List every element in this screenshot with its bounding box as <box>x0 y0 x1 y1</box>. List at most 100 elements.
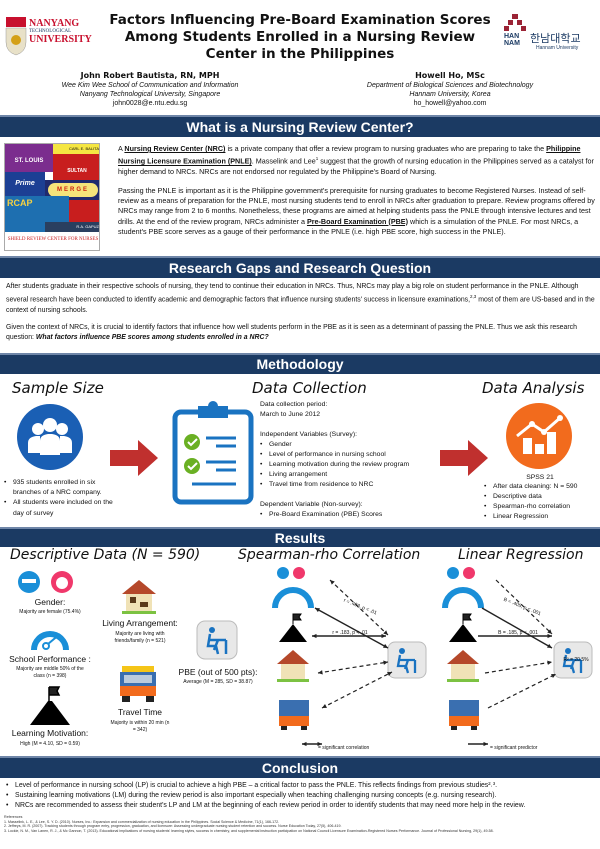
regression-r2: R² = 20.5% <box>563 657 589 663</box>
sample-bullet: 935 students enrolled in six branches of… <box>4 478 114 498</box>
author-affiliation: Wee Kim Wee School of Communication and … <box>61 82 239 89</box>
author-name: Howell Ho, MSc <box>415 71 485 80</box>
nrc-logo-collage: ST. LOUIS CARL E. BALITA SULTAN Prime ME… <box>4 143 100 251</box>
gauge-icon <box>31 631 69 651</box>
collage-logo: SULTAN <box>53 154 99 180</box>
logo-text: NANYANG <box>29 18 80 29</box>
student-desk-icon <box>196 620 238 660</box>
term-nrc: Nursing Review Center (NRC) <box>124 144 226 153</box>
spearman-arrow-motivation-head <box>312 633 317 639</box>
reference-item: 3. Lockie, N. M., Van Lanen, R. J., & Mc… <box>4 828 494 833</box>
collage-logo: Prime <box>5 172 45 196</box>
data-analysis-title: Data Analysis <box>482 379 585 397</box>
spearman-arrow-gender <box>329 579 389 636</box>
house-icon <box>122 580 156 614</box>
regression-arrow-motivation-head <box>547 633 552 639</box>
gaps-paragraph-2: Given the context of NRCs, it is crucial… <box>6 324 577 342</box>
jeepney-icon <box>120 666 156 702</box>
author-name: John Robert Bautista, RN, MPH <box>80 71 220 80</box>
learning-motivation-label: Learning Motivation: <box>11 728 89 738</box>
references-heading: References <box>4 815 23 819</box>
logo-text: HAN <box>504 33 520 40</box>
author-affiliation: Nanyang Technological University, Singap… <box>79 91 221 98</box>
regression-arrow-gender-head <box>547 629 552 634</box>
regression-arrow-school-head <box>547 643 552 648</box>
regression-arrow-gender <box>495 579 553 635</box>
spearman-arrow-school-head <box>383 643 388 648</box>
spearman-arrow-school-head <box>315 608 320 613</box>
section-banner-nrc: What is a Nursing Review Center? <box>0 115 600 137</box>
conclusion-bullet: NRCs are recommended to assess their stu… <box>6 801 600 811</box>
analysis-bullet: Spearman-rho correlation <box>484 502 600 512</box>
results-diagrams <box>272 567 593 747</box>
iv-item: Travel time from residence to NRC <box>260 480 460 490</box>
conclusion-bullets: Level of performance in nursing school (… <box>6 781 600 811</box>
logo-text: Hannam University <box>536 45 579 51</box>
collage-logo: SHIELD REVIEW CENTER FOR NURSES <box>5 232 99 250</box>
iv-item: Level of performance in nursing school <box>260 450 460 460</box>
spearman-arrow-school <box>314 607 389 649</box>
spearman-title: Spearman-rho Correlation <box>238 547 421 563</box>
gender-label: Gender: <box>34 597 66 607</box>
iv-item: Learning motivation during the review pr… <box>260 460 460 470</box>
section-banner-results: Results <box>0 527 600 547</box>
regression-legend: = significant predictor <box>490 745 538 751</box>
term-pbe: Pre-Board Examination (PBE) <box>306 216 408 226</box>
analysis-bullet: Linear Regression <box>484 512 600 522</box>
section-banner-gaps: Research Gaps and Research Question <box>0 256 600 278</box>
spearman-predictor-icons <box>272 567 314 730</box>
logo-text: 한남대학교 <box>530 32 581 45</box>
collage-logo: MERGE <box>48 183 98 197</box>
people-group-icon <box>17 404 83 470</box>
gender-icons <box>18 571 73 593</box>
spearman-arrow-gender-head <box>330 580 335 585</box>
iv-item: Gender <box>260 440 460 450</box>
collage-logo: R.A. GAPUZ <box>45 222 99 232</box>
gender-value: Majority are female (75.4%) <box>19 609 81 615</box>
ntu-crest-icon <box>5 17 27 56</box>
reference-item: 1. Masselink, L. E., & Lee, S. Y. D. (20… <box>4 819 280 824</box>
gaps-paragraph-1: After students graduate in their respect… <box>6 283 595 314</box>
reference-item: 2. Jeffreys, M. R. (2007). Tracking stud… <box>4 824 342 828</box>
research-question: What factors influence PBE scores among … <box>35 334 269 342</box>
author-2: Howell Ho, MSc Department of Biological … <box>320 71 580 108</box>
spearman-arrow-gender-head <box>383 630 388 635</box>
spearman-arrow-travel-head <box>387 672 392 676</box>
author-affiliation: Hannam University, Korea <box>409 91 491 98</box>
living-arrangement-label: Living Arrangement: <box>102 618 178 628</box>
conclusion-bullet: Sustaining learning motivations (LM) dur… <box>6 791 600 801</box>
data-collection-title: Data Collection <box>252 379 367 397</box>
nrc-paragraph-2: Passing the PNLE is important as it is t… <box>118 186 595 236</box>
spearman-arrow-travel <box>321 671 393 709</box>
author-email[interactable]: ho_howell@yahoo.com <box>413 100 487 107</box>
descriptive-title: Descriptive Data (N = 590) <box>10 547 201 563</box>
arrow-right-icon <box>110 440 158 476</box>
author-affiliation: Department of Biological Sciences and Bi… <box>366 82 534 89</box>
regression-arrow-living-head <box>547 660 552 665</box>
regression-pbe-icon <box>553 641 593 679</box>
ntu-logo: NANYANG TECHNOLOGICAL UNIVERSITY <box>5 16 97 56</box>
conclusion-bullet: Level of performance in nursing school (… <box>6 781 600 791</box>
author-email[interactable]: john0028@e.ntu.edu.sg <box>112 100 188 107</box>
collage-logo: ST. LOUIS <box>5 144 53 172</box>
travel-time-value: Majority is within 20 min (n = 342) <box>110 720 170 733</box>
term-pnle: Philippine Nursing Licensure Examination… <box>118 144 581 166</box>
regression-arrow-travel <box>487 673 557 709</box>
school-performance-label: School Performance : <box>9 654 91 664</box>
spearman-arrow-motivation-head <box>381 633 386 639</box>
spearman-legend-arrow-head <box>302 741 307 747</box>
spearman-arrow-travel-head <box>322 704 327 708</box>
travel-time-label: Travel Time <box>117 707 163 717</box>
nrc-paragraph-1: A Nursing Review Center (NRC) is a priva… <box>118 144 594 176</box>
collage-logo: CARL E. BALITA <box>53 144 99 154</box>
spss-label: SPSS 21 <box>526 474 554 481</box>
references: References 1. Masselink, L. E., & Lee, S… <box>4 815 594 833</box>
regression-arrow-school <box>481 607 553 649</box>
school-performance-value: Majority are middle 50% of the class (n … <box>16 666 84 679</box>
mountain-flag-icon <box>30 686 70 725</box>
logo-text: NAM <box>504 40 520 47</box>
section-banner-conclusion: Conclusion <box>0 756 600 778</box>
spearman-arrow-living <box>317 661 389 674</box>
regression-b-motivation: B = .185, p < .001 <box>498 630 538 636</box>
